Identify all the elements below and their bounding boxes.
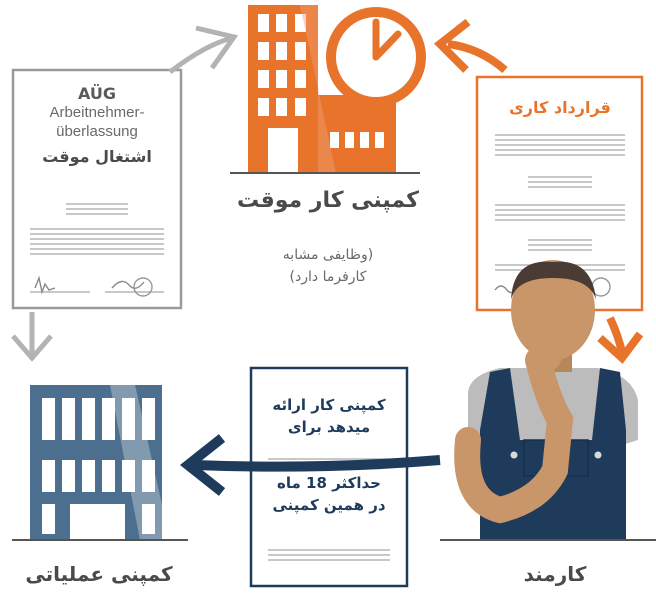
aug-title: AÜG [77,84,116,103]
placement-line-1: کمپنی کار ارائه [272,396,386,414]
placement-document-text: کمپنی کار ارائه میدهد برای حداکثر 18 ماه… [254,394,404,516]
temp-company-note-line-2: کارفرما دارد) [289,269,367,285]
arrow-employee-to-operating-company [179,434,441,496]
employee-figure-icon [440,260,656,541]
placement-line-2: میدهد برای [287,418,371,436]
placement-line-4: در همین کمپنی [272,496,386,514]
contract-title: قرارداد کاری [509,98,611,117]
temp-company-note-line-1: (وظایفی مشابه [282,247,374,263]
arrow-aug-to-operating-company [11,312,53,362]
operating-company-building-icon [12,385,188,541]
temp-company-building-icon [230,5,426,174]
arrow-aug-to-temp-company [168,25,239,74]
arrow-contract-to-temp-company [433,18,508,74]
placement-line-3: حداکثر 18 ماه [277,474,381,492]
aug-german-line-2: überlassung [56,123,138,140]
aug-persian-line: اشتغال موقت [42,147,152,166]
aug-document-text: AÜG Arbeitnehmer- überlassung اشتغال موق… [16,84,178,166]
arrow-contract-to-employee [597,316,644,364]
aug-document [11,68,183,310]
aug-german-line-1: Arbeitnehmer- [49,104,145,121]
employee-label: کارمند [523,562,587,586]
temp-company-label: کمپنی کار موقت [237,188,419,213]
operating-company-label: کمپنی عملیاتی [25,562,173,586]
placement-document [249,366,409,588]
